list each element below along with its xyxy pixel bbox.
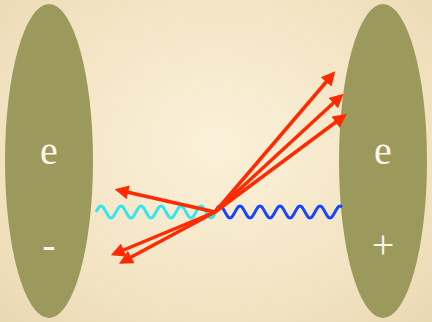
particle-arrow bbox=[118, 190, 215, 212]
particle-beam: e+ bbox=[338, 3, 428, 319]
particle-arrow bbox=[215, 116, 344, 212]
particle-label: + bbox=[338, 225, 428, 265]
particle-beam: e- bbox=[4, 3, 94, 319]
particle-arrow bbox=[122, 212, 215, 262]
particle-arrow bbox=[114, 212, 215, 254]
particle-label: e bbox=[338, 131, 428, 171]
photon-line bbox=[215, 206, 342, 218]
particle-label: e bbox=[4, 131, 94, 171]
particle-arrow bbox=[215, 74, 333, 212]
particle-arrow bbox=[215, 96, 341, 212]
particle-label: - bbox=[4, 225, 94, 265]
photon-line bbox=[96, 206, 215, 218]
